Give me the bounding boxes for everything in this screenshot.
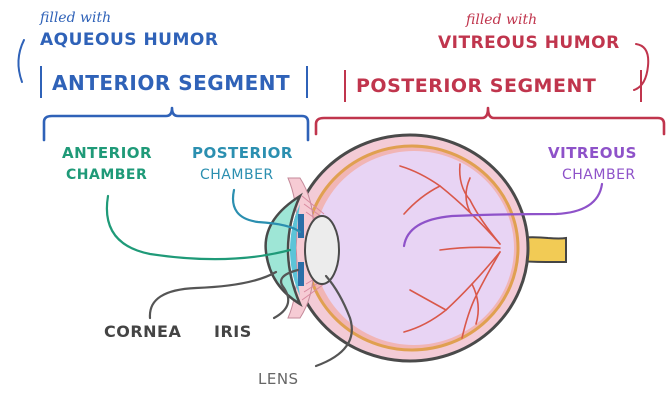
vitreous-chamber-label-line1: VITREOUS (548, 146, 637, 161)
aqueous-humor-label: AQUEOUS HUMOR (40, 32, 218, 49)
anterior-segment-brace (44, 108, 308, 140)
posterior-chamber-label-line1: POSTERIOR (192, 146, 293, 161)
anterior-chamber-leader (107, 196, 290, 259)
posterior-segment-brace (316, 108, 664, 134)
anterior-chamber-label-line2: CHAMBER (66, 168, 147, 182)
aqueous-bracket (18, 40, 24, 82)
anterior-segment-label: ANTERIOR SEGMENT (52, 73, 290, 93)
posterior-segment-label: POSTERIOR SEGMENT (356, 77, 596, 96)
filled-with-aqueous-label: filled with (40, 11, 111, 25)
anterior-chamber-label-line1: ANTERIOR (62, 146, 152, 161)
vitreous-chamber-label-line2: CHAMBER (562, 168, 636, 182)
cornea-label: CORNEA (104, 324, 181, 340)
posterior-chamber-label-line2: CHAMBER (200, 168, 274, 182)
filled-with-vitreous-label: filled with (466, 13, 537, 27)
lens-label: LENS (258, 372, 299, 387)
iris-label: IRIS (214, 324, 252, 340)
lens-shape (305, 216, 339, 284)
cornea-leader (150, 272, 276, 318)
vitreous-humor-label: VITREOUS HUMOR (438, 35, 620, 52)
